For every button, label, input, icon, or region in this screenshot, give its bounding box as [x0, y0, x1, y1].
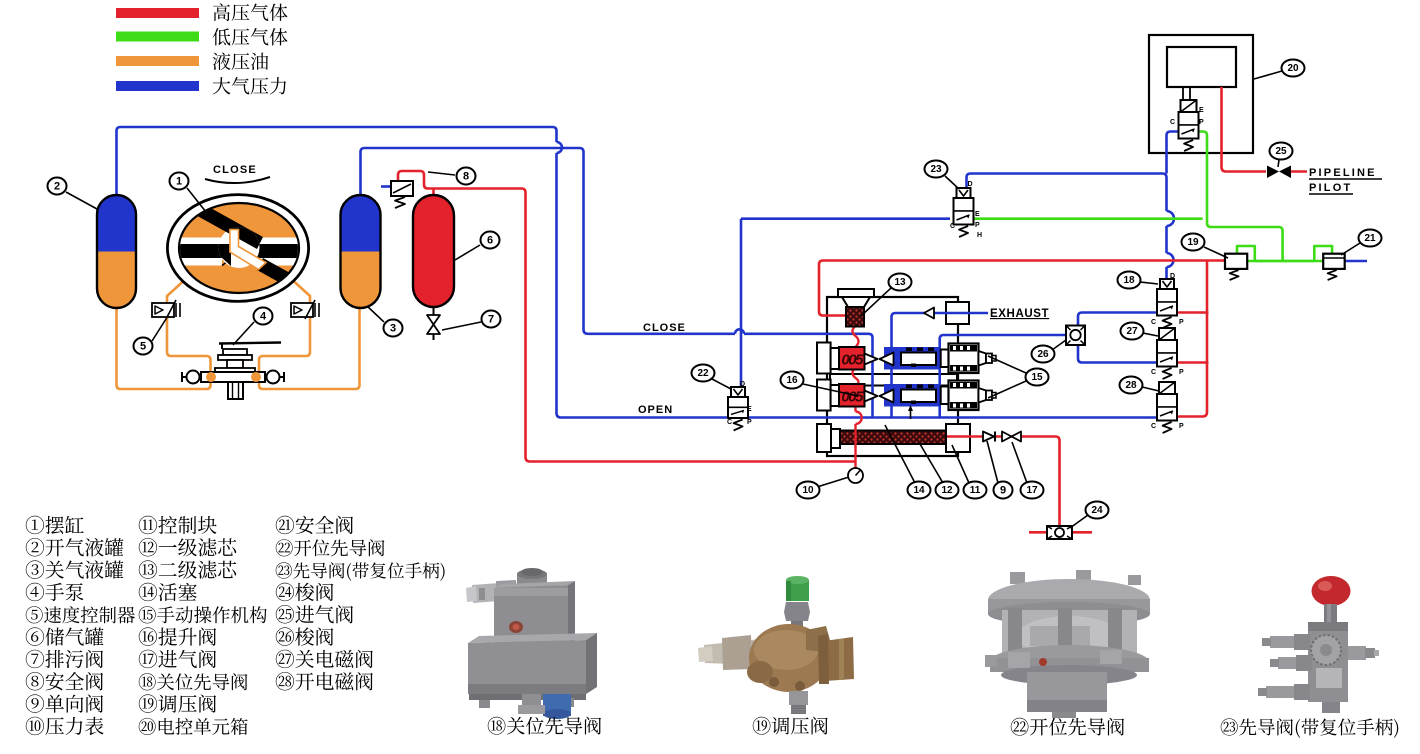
svg-text:7: 7 [488, 313, 494, 325]
svg-text:C: C [1151, 423, 1156, 430]
svg-text:C: C [1170, 119, 1175, 126]
svg-text:C: C [727, 419, 732, 426]
svg-text:P: P [1199, 119, 1204, 126]
svg-text:18: 18 [1123, 275, 1135, 286]
svg-text:3: 3 [390, 322, 396, 334]
svg-text:CLOSE: CLOSE [643, 322, 686, 334]
svg-text:19: 19 [1187, 237, 1199, 248]
svg-text:14: 14 [913, 485, 925, 496]
svg-text:27: 27 [1126, 326, 1138, 337]
svg-text:2: 2 [54, 180, 60, 192]
svg-text:P: P [975, 222, 980, 229]
svg-text:E: E [975, 211, 980, 218]
svg-text:20: 20 [1287, 63, 1299, 74]
svg-text:E: E [1199, 107, 1204, 114]
svg-text:11: 11 [970, 485, 981, 496]
svg-text:1: 1 [176, 175, 182, 187]
svg-text:C: C [950, 223, 955, 230]
svg-text:C: C [1151, 369, 1156, 376]
svg-text:10: 10 [802, 485, 814, 496]
svg-text:P: P [747, 419, 752, 426]
svg-text:25: 25 [1275, 146, 1287, 157]
svg-text:22: 22 [697, 368, 709, 379]
svg-text:26: 26 [1037, 349, 1049, 360]
svg-text:P: P [1179, 319, 1184, 326]
svg-text:P: P [1179, 369, 1184, 376]
svg-text:EXHAUST: EXHAUST [990, 308, 1049, 320]
svg-text:H: H [977, 232, 982, 239]
svg-text:005: 005 [841, 389, 864, 406]
svg-text:21: 21 [1364, 233, 1376, 244]
svg-text:15: 15 [1031, 372, 1043, 383]
svg-text:P: P [1179, 423, 1184, 430]
svg-text:C: C [1151, 319, 1156, 326]
svg-text:D: D [1170, 273, 1175, 280]
svg-text:PIPELINE: PIPELINE [1309, 167, 1377, 179]
svg-text:28: 28 [1125, 380, 1137, 391]
svg-text:6: 6 [487, 234, 493, 246]
svg-text:9: 9 [1000, 484, 1006, 496]
svg-text:16: 16 [786, 375, 798, 386]
svg-text:12: 12 [941, 485, 953, 496]
svg-text:D: D [968, 181, 973, 188]
svg-text:4: 4 [260, 310, 267, 322]
svg-text:23: 23 [930, 164, 942, 175]
svg-text:D: D [740, 381, 745, 388]
svg-text:E: E [747, 406, 752, 413]
svg-text:PILOT: PILOT [1309, 182, 1352, 194]
svg-text:5: 5 [140, 340, 146, 352]
svg-text:13: 13 [894, 277, 906, 288]
svg-text:8: 8 [463, 170, 469, 182]
svg-text:005: 005 [841, 352, 864, 369]
svg-text:17: 17 [1026, 485, 1038, 496]
svg-text:24: 24 [1091, 505, 1103, 516]
svg-text:CLOSE: CLOSE [213, 164, 257, 176]
svg-text:OPEN: OPEN [638, 404, 673, 416]
